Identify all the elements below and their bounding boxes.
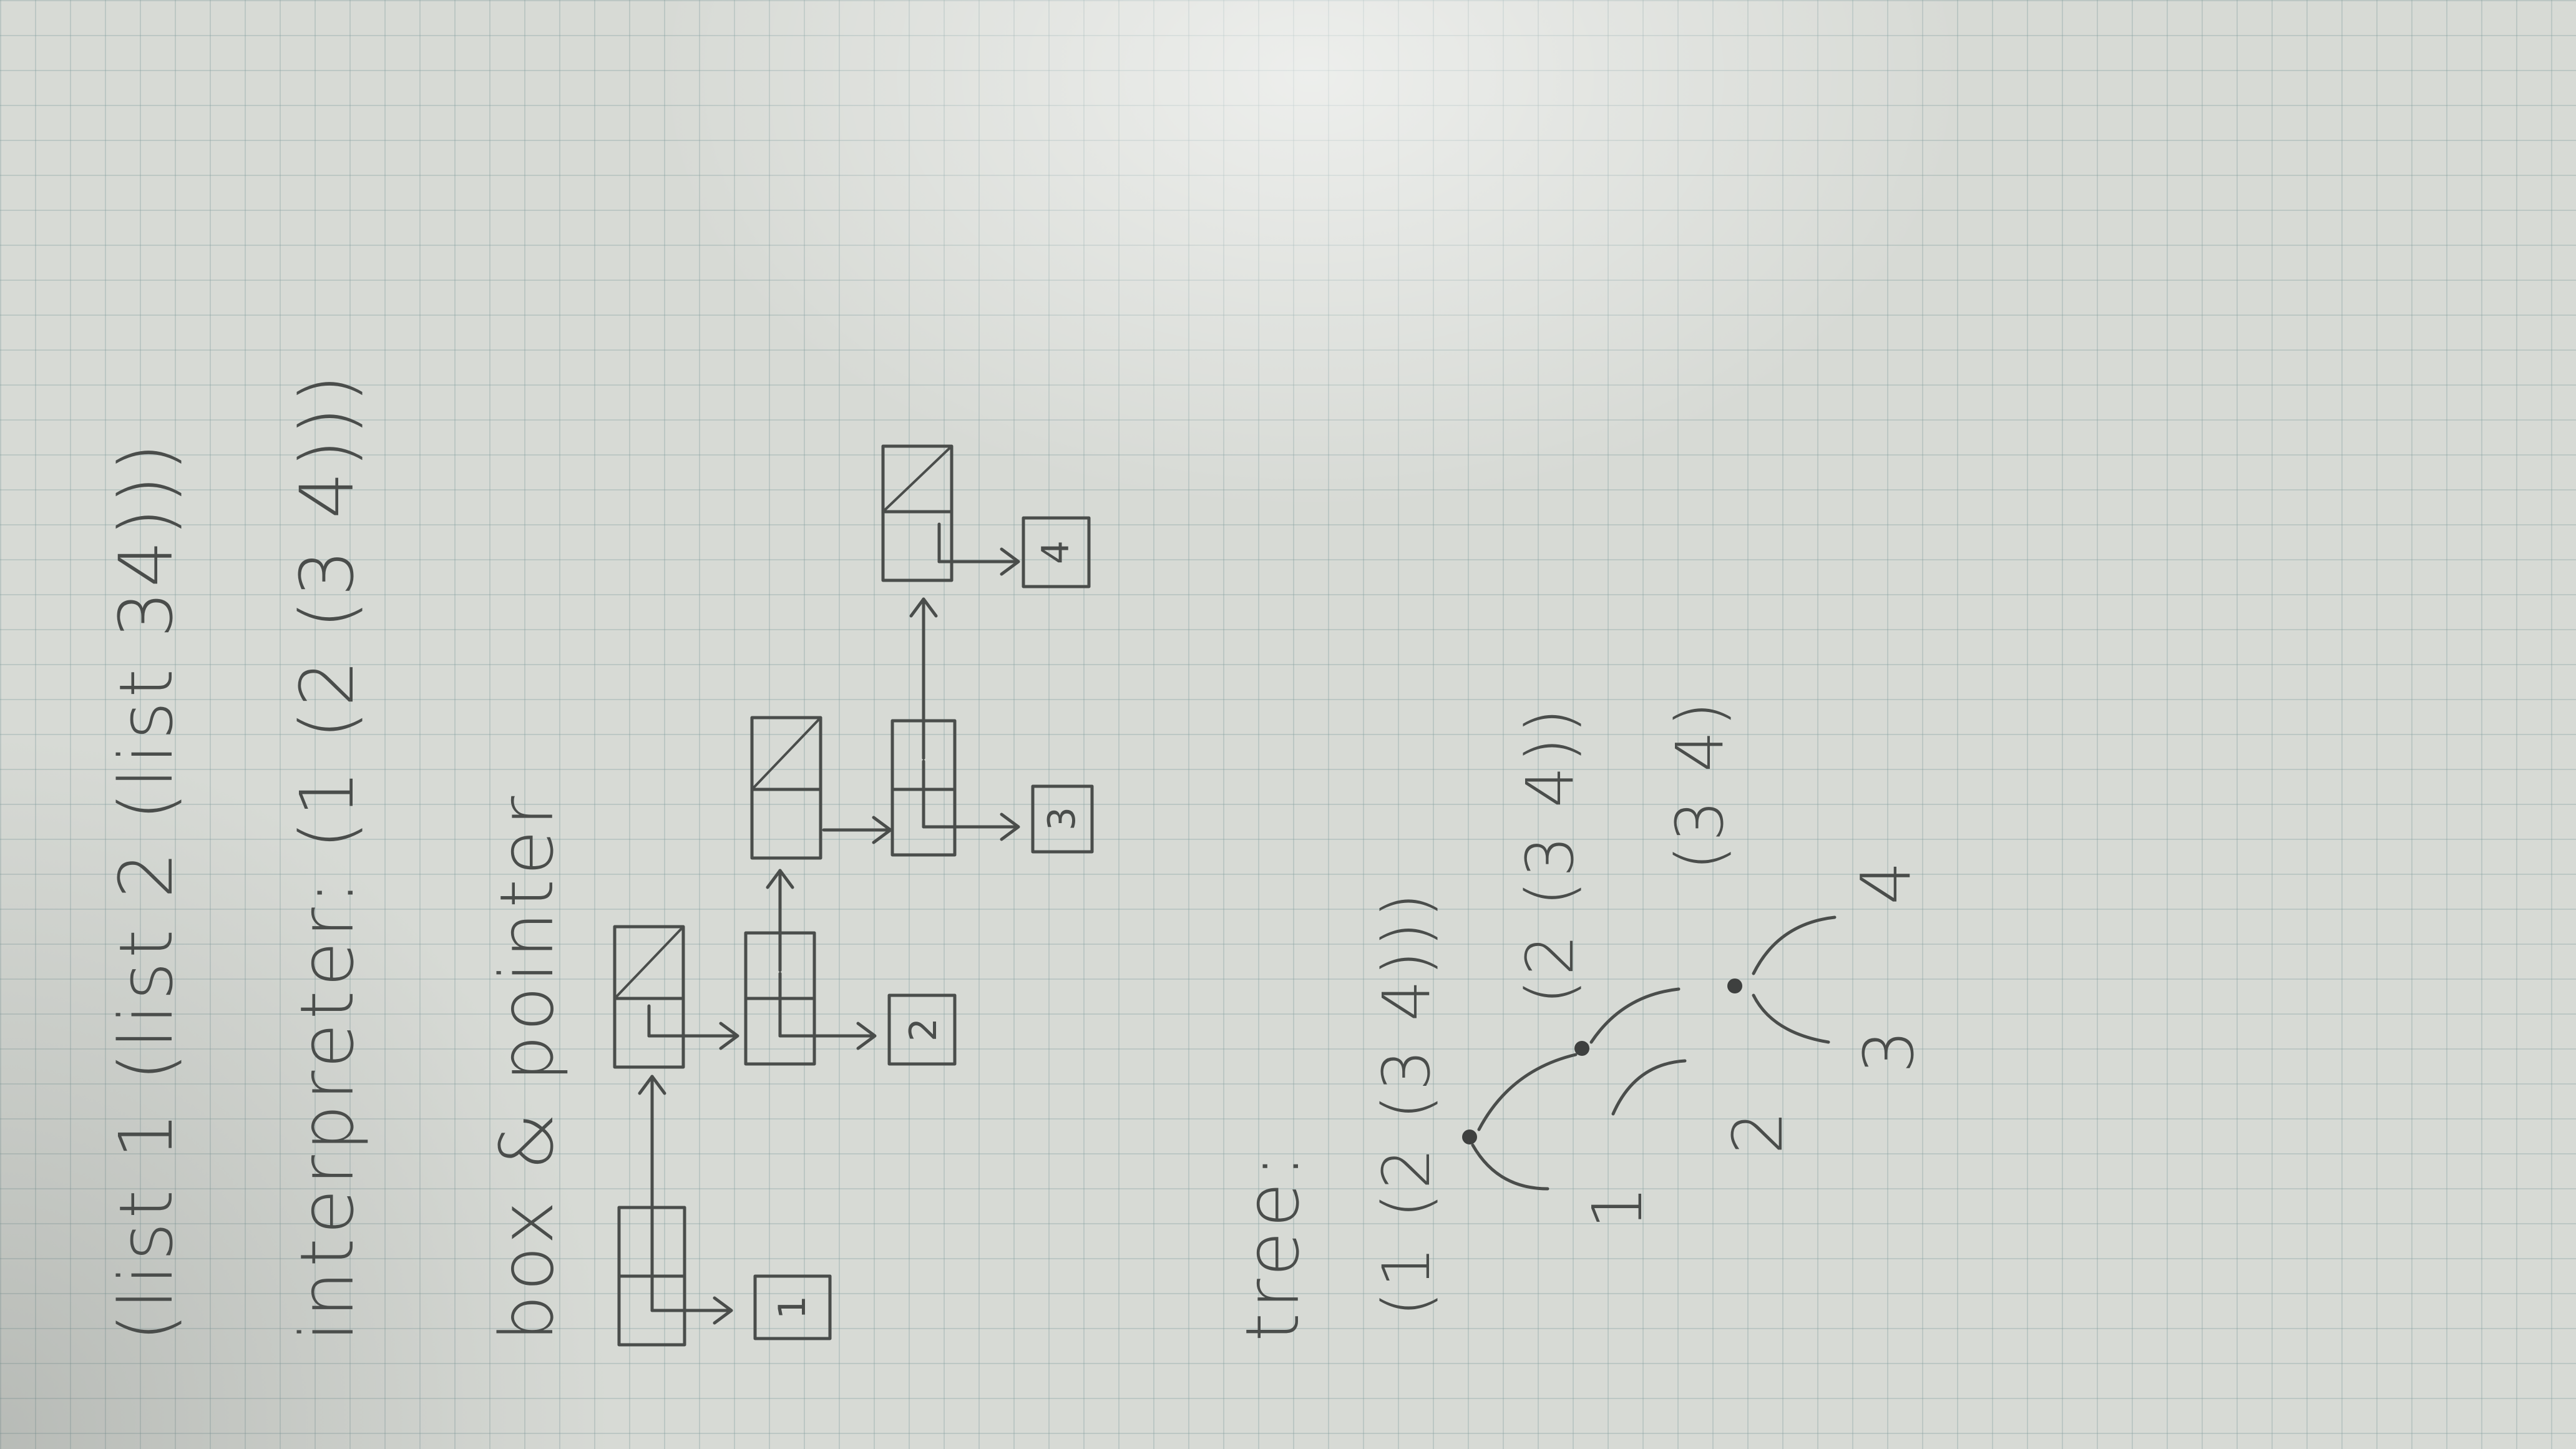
tree-leaf: 4 bbox=[1846, 857, 1926, 905]
arrow-head bbox=[719, 1022, 739, 1050]
tree-node-dot bbox=[1727, 978, 1742, 993]
cons-cell bbox=[881, 444, 954, 582]
value-box: 2 bbox=[887, 993, 957, 1066]
value-box: 4 bbox=[1022, 516, 1091, 588]
tree-branch bbox=[1752, 915, 1837, 975]
value-box: 1 bbox=[753, 1274, 832, 1340]
arrow-head bbox=[1000, 547, 1020, 576]
box-pointer-diagram: 1 2 bbox=[613, 444, 1094, 1347]
value-label: 2 bbox=[902, 1018, 945, 1042]
heading-tree: tree: bbox=[1229, 1150, 1315, 1342]
tree-branch bbox=[1611, 1059, 1687, 1116]
heading-box-and-pointer: box & pointer bbox=[484, 793, 570, 1342]
tree-node-label: (2 (3 4)) bbox=[1512, 705, 1588, 1005]
tree-branch bbox=[1752, 993, 1830, 1044]
cons-cell bbox=[613, 925, 685, 1069]
value-label: 3 bbox=[1040, 807, 1084, 831]
arrow-head bbox=[766, 869, 794, 889]
arrow-head bbox=[872, 816, 892, 844]
tree-diagram: (1 (2 (3 4))) (2 (3 4)) (3 4) 1 2 3 4 bbox=[1368, 698, 1929, 1317]
tree-leaf: 2 bbox=[1718, 1107, 1798, 1154]
value-label: 4 bbox=[1034, 540, 1078, 564]
nil-slash bbox=[613, 925, 685, 1000]
tree-node-dot bbox=[1462, 1129, 1477, 1144]
tree-root-label: (1 (2 (3 4))) bbox=[1368, 889, 1445, 1317]
value-box: 3 bbox=[1031, 784, 1094, 854]
tree-leaf: 3 bbox=[1849, 1026, 1929, 1073]
nil-slash bbox=[751, 716, 822, 791]
tree-branch bbox=[1477, 1053, 1578, 1131]
nil-slash bbox=[882, 445, 953, 513]
tree-branch bbox=[1589, 987, 1681, 1044]
tree-node-dot bbox=[1574, 1041, 1589, 1056]
tree-node-label: (3 4) bbox=[1662, 698, 1738, 871]
value-label: 1 bbox=[771, 1295, 814, 1319]
arrow-head bbox=[1000, 812, 1020, 841]
cons-cell bbox=[750, 716, 822, 860]
arrow-head bbox=[713, 1296, 733, 1325]
tree-leaf: 1 bbox=[1578, 1182, 1657, 1229]
note-list-expression: (list 1 (list 2 (list 34))) bbox=[103, 439, 189, 1342]
arrow-head bbox=[856, 1022, 877, 1050]
note-interpreter-output: interpreter: (1 (2 (3 4))) bbox=[284, 371, 370, 1342]
arrow-head bbox=[909, 597, 938, 618]
arrow-head bbox=[638, 1075, 666, 1095]
tree-branch bbox=[1471, 1143, 1549, 1191]
